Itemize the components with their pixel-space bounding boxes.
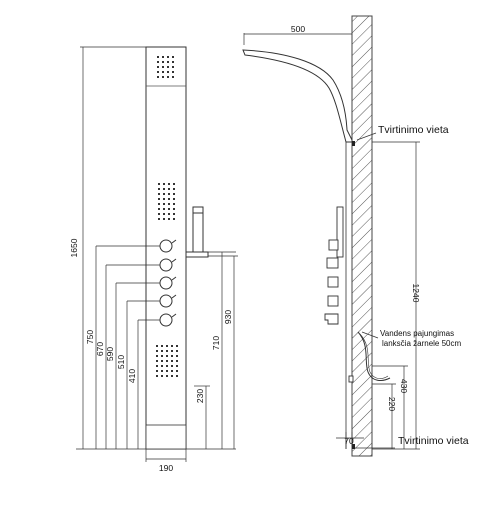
mount-point-bottom-label: Tvirtinimo vieta bbox=[398, 435, 469, 447]
dim-930: 930 bbox=[223, 310, 233, 324]
top-nozzle-grid bbox=[157, 56, 174, 78]
front-dimension-lines bbox=[76, 46, 238, 462]
middle-jet-grid bbox=[158, 183, 175, 220]
mount-mark-bottom bbox=[352, 444, 355, 449]
knob-4 bbox=[159, 294, 173, 308]
knob-5 bbox=[159, 313, 173, 327]
control-knobs bbox=[159, 239, 177, 327]
side-dimension-lines bbox=[243, 33, 420, 450]
dim-410: 410 bbox=[127, 369, 137, 383]
water-supply-label-1: Vandens pajungimas bbox=[380, 329, 454, 338]
bottom-jet-grid bbox=[156, 345, 178, 377]
dim-1650: 1650 bbox=[69, 238, 79, 257]
dim-590: 590 bbox=[105, 347, 115, 361]
mount-mark-top bbox=[352, 141, 355, 146]
wall bbox=[351, 15, 373, 457]
knob-side-4 bbox=[327, 295, 339, 307]
dim-70: 70 bbox=[344, 436, 354, 446]
knob-side-3 bbox=[327, 276, 339, 288]
dim-670: 670 bbox=[95, 342, 105, 356]
knob-side-2 bbox=[326, 257, 339, 269]
shower-arm-profile bbox=[242, 49, 353, 143]
dim-230: 230 bbox=[195, 389, 205, 403]
dim-220: 220 bbox=[387, 397, 397, 411]
knob-2 bbox=[159, 258, 173, 272]
flexible-hose bbox=[357, 331, 391, 381]
water-supply-label-2: lanksčia žarnele 50cm bbox=[382, 339, 461, 348]
panel-bottom-outlet bbox=[145, 424, 187, 450]
dim-500: 500 bbox=[291, 24, 305, 34]
knob-1 bbox=[159, 239, 173, 253]
side-fixtures bbox=[324, 206, 354, 383]
knob-3 bbox=[159, 276, 173, 290]
dim-430: 430 bbox=[399, 379, 409, 393]
bottom-fitting-side bbox=[348, 375, 354, 383]
dim-710: 710 bbox=[211, 336, 221, 350]
dim-190: 190 bbox=[159, 463, 173, 473]
front-view: 1650 750 670 590 510 410 190 230 710 930 bbox=[69, 46, 238, 473]
knob-side-1 bbox=[328, 239, 339, 251]
hand-shower-side bbox=[336, 206, 344, 258]
dim-1240: 1240 bbox=[411, 284, 421, 303]
spout-side bbox=[324, 313, 339, 325]
side-view: 500 1240 430 220 70 Tvirtinimo vieta Van… bbox=[242, 15, 469, 457]
dim-510: 510 bbox=[116, 355, 126, 369]
mount-point-top-label: Tvirtinimo vieta bbox=[378, 124, 449, 136]
dim-750: 750 bbox=[85, 330, 95, 344]
hand-shower bbox=[185, 206, 209, 258]
